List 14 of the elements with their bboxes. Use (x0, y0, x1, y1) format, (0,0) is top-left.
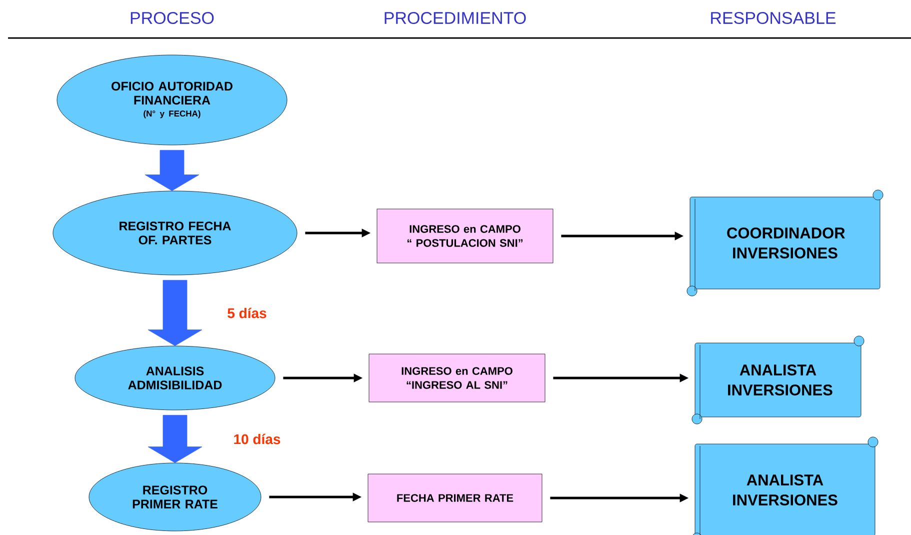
edge-label: 10 días (234, 434, 280, 444)
procedure-box: INGRESO en CAMPO “ POSTULACION SNI” (376, 208, 554, 264)
block-arrow (148, 414, 202, 463)
column-heading: PROCESO (130, 12, 214, 24)
procedure-box: INGRESO en CAMPO “INGRESO AL SNI” (368, 354, 546, 402)
column-heading: PROCEDIMIENTO (384, 12, 526, 24)
block-arrow (144, 150, 200, 191)
edge-label: 5 días (228, 308, 266, 318)
procedure-box: FECHA PRIMER RATE (368, 474, 542, 522)
column-heading: RESPONSABLE (711, 12, 836, 24)
scroll-banner: COORDINADOR INVERSIONES (686, 190, 884, 296)
scroll-banner: ANALISTA INVERSIONES (692, 336, 864, 424)
block-arrow (148, 280, 202, 346)
scroll-banner: ANALISTA INVERSIONES (692, 436, 878, 535)
